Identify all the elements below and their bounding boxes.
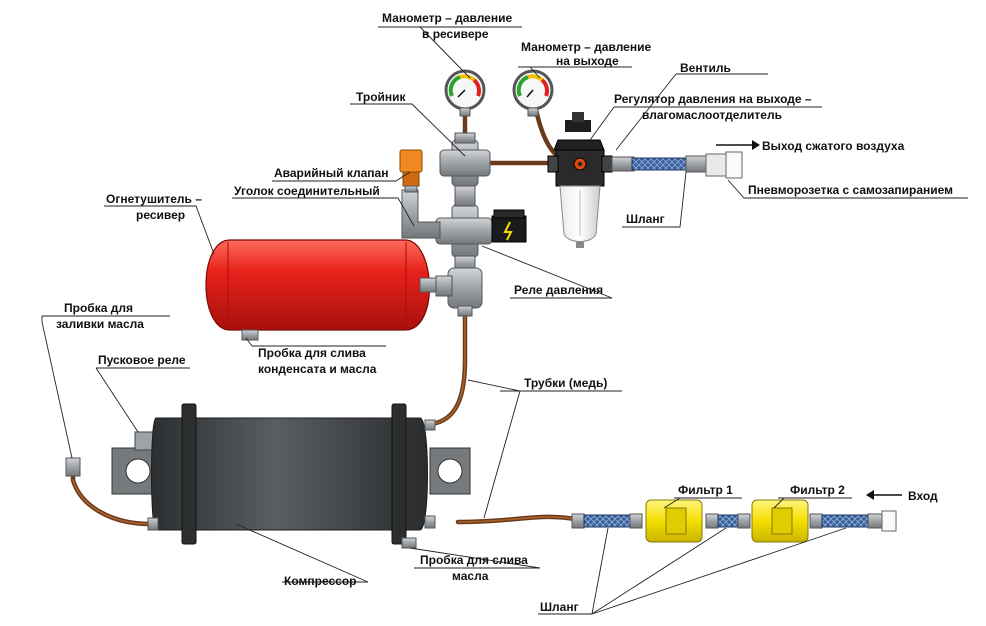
label-hose-bottom: Шланг bbox=[540, 600, 579, 614]
label-inlet: Вход bbox=[908, 489, 938, 503]
label-corner-fitting: Уголок соединительный bbox=[234, 184, 380, 198]
inlet-line bbox=[571, 499, 897, 543]
label-regulator-2: влагомаслоотделитель bbox=[642, 108, 782, 122]
label-start-relay: Пусковое реле bbox=[98, 353, 186, 367]
label-valve: Вентиль bbox=[680, 61, 731, 75]
lower-tee bbox=[435, 255, 483, 317]
quick-coupler bbox=[705, 151, 743, 179]
corner-fitting bbox=[401, 189, 441, 239]
receiver-gauge bbox=[444, 69, 486, 117]
filter-1 bbox=[645, 499, 703, 543]
label-oil-drain-1: Пробка для слива bbox=[420, 553, 528, 567]
output-hose bbox=[611, 155, 707, 173]
receiver-tank bbox=[205, 239, 441, 341]
label-filter-2: Фильтр 2 bbox=[790, 483, 845, 497]
pressure-relay-cross bbox=[435, 185, 493, 258]
label-regulator-1: Регулятор давления на выходе – bbox=[614, 92, 812, 106]
label-tee: Тройник bbox=[356, 90, 407, 104]
label-hose-top: Шланг bbox=[626, 212, 665, 226]
label-condensate-drain-1: Пробка для слива bbox=[258, 346, 366, 360]
label-copper-tubes: Трубки (медь) bbox=[524, 376, 607, 390]
labels: Манометр – давление в ресивере Манометр … bbox=[56, 11, 953, 614]
label-receiver-1: Огнетушитель – bbox=[106, 192, 202, 206]
label-oil-drain-2: масла bbox=[452, 569, 489, 583]
leader-lines bbox=[41, 26, 968, 615]
label-gauge-output-1: Манометр – давление bbox=[521, 40, 651, 54]
oil-fill-plug bbox=[65, 457, 81, 477]
label-receiver-2: ресивер bbox=[136, 208, 185, 222]
label-air-output: Выход сжатого воздуха bbox=[762, 139, 905, 153]
output-arrow bbox=[716, 140, 760, 150]
label-gauge-receiver-1: Манометр – давление bbox=[382, 11, 512, 25]
pressure-regulator bbox=[547, 112, 613, 248]
pressure-relay bbox=[491, 209, 527, 243]
tee-fitting bbox=[439, 132, 491, 187]
inlet-arrow bbox=[866, 490, 902, 500]
label-gauge-receiver-2: в ресивере bbox=[422, 27, 489, 41]
label-gauge-output-2: на выходе bbox=[556, 54, 619, 68]
label-pressure-relay: Реле давления bbox=[514, 283, 603, 297]
label-oil-fill-2: заливки масла bbox=[56, 317, 144, 331]
label-quick-coupler: Пневморозетка с самозапиранием bbox=[748, 183, 953, 197]
relief-valve bbox=[399, 149, 423, 193]
filter-2 bbox=[751, 499, 809, 543]
label-filter-1: Фильтр 1 bbox=[678, 483, 733, 497]
label-oil-fill-1: Пробка для bbox=[64, 301, 133, 315]
label-condensate-drain-2: конденсата и масла bbox=[258, 362, 377, 376]
label-compressor: Компрессор bbox=[284, 574, 356, 588]
label-relief-valve: Аварийный клапан bbox=[274, 166, 388, 180]
output-gauge bbox=[512, 69, 554, 117]
compressor bbox=[111, 403, 471, 549]
